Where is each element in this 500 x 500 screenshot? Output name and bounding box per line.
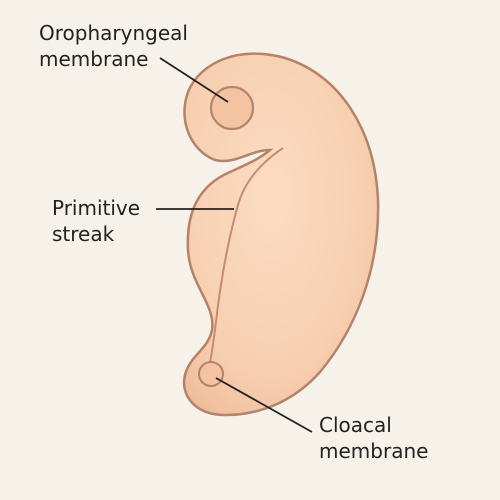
primitive-streak-line — [207, 147, 284, 373]
oropharyngeal-leader-line — [159, 57, 229, 103]
oropharyngeal-label-line1: Oropharyngeal — [39, 21, 188, 45]
cloacal-leader-line — [215, 377, 313, 433]
embryo-body — [182, 52, 380, 417]
primitive-streak-label: Primitive streak — [52, 195, 140, 247]
oropharyngeal-membrane-label: Oropharyngeal membrane — [39, 20, 188, 72]
cloacal-label-line1: Cloacal — [319, 413, 392, 437]
cloacal-membrane-label: Cloacal membrane — [319, 412, 428, 464]
primitive-streak-label-line2: streak — [52, 222, 115, 246]
cloacal-membrane — [198, 361, 224, 387]
cloacal-label-line2: membrane — [319, 439, 429, 463]
primitive-streak-label-line1: Primitive — [52, 196, 141, 220]
oropharyngeal-membrane — [209, 85, 255, 131]
oropharyngeal-label-line2: membrane — [39, 47, 149, 71]
